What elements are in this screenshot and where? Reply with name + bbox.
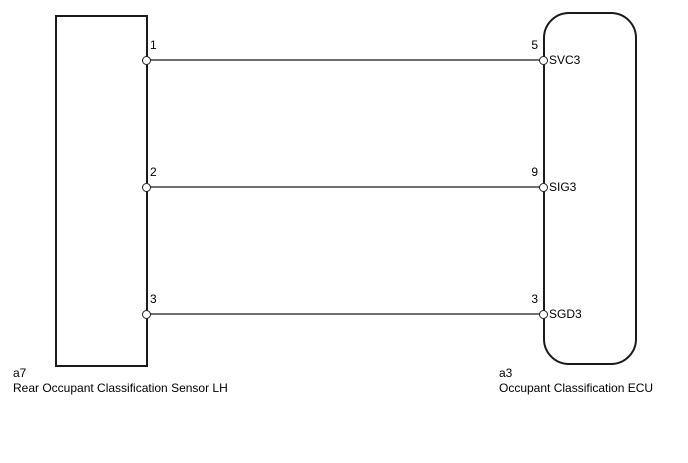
- ecu-connector-code: a3: [499, 366, 513, 380]
- sensor-connector-code: a7: [13, 366, 27, 380]
- pin-number-sensor-1: 1: [150, 38, 157, 52]
- signal-label-sgd3: SGD3: [549, 307, 582, 321]
- pin-number-sensor-3: 3: [150, 292, 157, 306]
- pin-number-ecu-9: 9: [531, 165, 538, 179]
- sensor-component-box: [55, 15, 148, 367]
- ecu-component-name: Occupant Classification ECU: [499, 381, 654, 395]
- pin-number-sensor-2: 2: [150, 165, 157, 179]
- terminal-dot-sensor-pin2: [142, 183, 151, 192]
- terminal-dot-sensor-pin3: [142, 310, 151, 319]
- pin-number-ecu-5: 5: [531, 38, 538, 52]
- signal-label-svc3: SVC3: [549, 53, 581, 67]
- wire-sig3: [146, 186, 544, 188]
- terminal-dot-ecu-pin3: [539, 310, 548, 319]
- wire-sgd3: [146, 313, 544, 315]
- terminal-dot-ecu-pin9: [539, 183, 548, 192]
- signal-label-sig3: SIG3: [549, 180, 577, 194]
- sensor-caption: a7 Rear Occupant Classification Sensor L…: [13, 366, 228, 396]
- wire-svc3: [146, 59, 544, 61]
- sensor-component-name: Rear Occupant Classification Sensor LH: [13, 381, 228, 395]
- terminal-dot-ecu-pin5: [539, 56, 548, 65]
- terminal-dot-sensor-pin1: [142, 56, 151, 65]
- pin-number-ecu-3: 3: [531, 292, 538, 306]
- ecu-caption: a3 Occupant Classification ECU: [499, 366, 653, 396]
